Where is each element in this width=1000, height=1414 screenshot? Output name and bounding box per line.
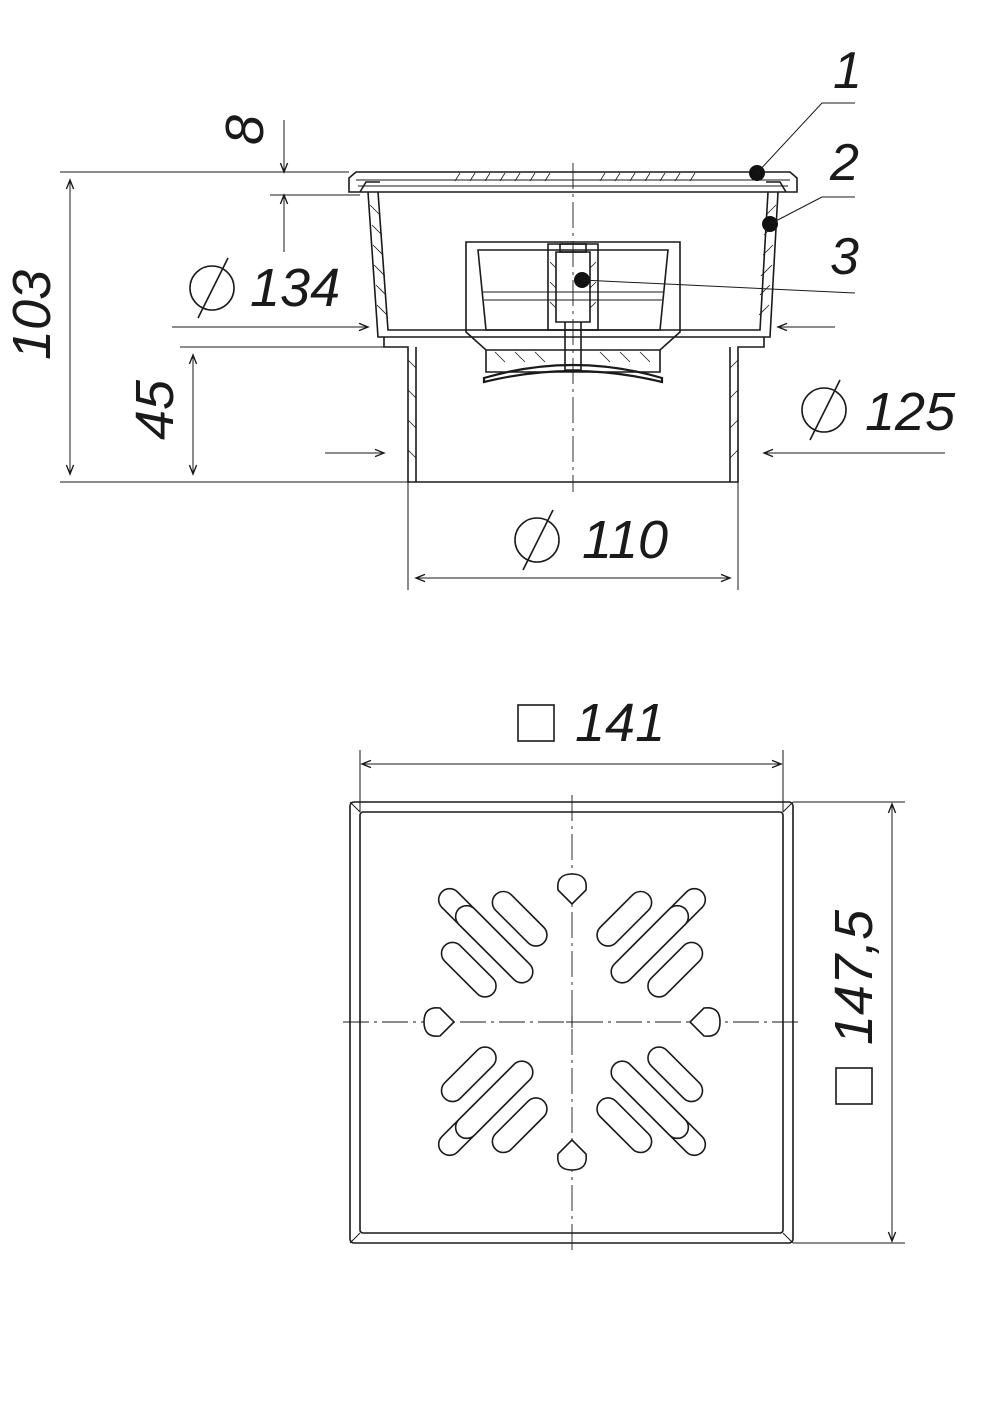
diameter-symbol-icon xyxy=(801,379,847,441)
dim-diameter-110: 110 xyxy=(407,482,739,590)
dim-flange-8: 8 xyxy=(215,115,360,252)
diameter-symbol-icon xyxy=(189,257,235,319)
square-symbol-icon xyxy=(835,1067,873,1105)
grate-flange xyxy=(348,171,798,193)
slots-quadrant-nw xyxy=(437,887,548,998)
grate-slots xyxy=(423,873,721,1171)
plan-view: 141 147,5 xyxy=(343,693,905,1250)
dim-label-147-5: 147,5 xyxy=(824,909,884,1045)
dim-diameter-134: 134 xyxy=(172,257,835,332)
leader-label-3: 3 xyxy=(830,228,859,286)
dim-height-147-5: 147,5 xyxy=(793,801,905,1244)
siphon-hatching xyxy=(494,351,651,363)
slot-right xyxy=(688,1006,721,1038)
slots-quadrant-se xyxy=(596,1046,707,1157)
dim-diameter-125: 125 xyxy=(325,379,956,458)
diameter-symbol-icon xyxy=(514,509,560,571)
leader-label-1: 1 xyxy=(833,42,862,100)
plan-inner-frame xyxy=(359,811,784,1234)
outlet-pipe xyxy=(383,337,765,483)
dim-label-103: 103 xyxy=(2,270,62,360)
leader-1: 1 xyxy=(749,42,862,181)
siphon-insert xyxy=(465,241,681,384)
slot-left xyxy=(423,1006,456,1038)
dim-height-103: 103 xyxy=(2,171,408,483)
dim-label-8: 8 xyxy=(215,115,275,145)
slots-quadrant-sw xyxy=(437,1046,548,1157)
slots-quadrant-ne xyxy=(596,887,707,998)
dim-width-141: 141 xyxy=(359,693,784,812)
plan-outer-frame xyxy=(349,801,794,1244)
dim-label-134: 134 xyxy=(250,258,340,318)
section-view: 1 2 3 8 103 xyxy=(2,42,956,590)
slot-top xyxy=(556,873,588,906)
square-symbol-icon xyxy=(517,704,555,742)
leader-label-2: 2 xyxy=(829,134,859,192)
dim-label-125: 125 xyxy=(865,382,956,442)
dim-height-45: 45 xyxy=(125,346,384,476)
leader-2: 2 xyxy=(762,134,859,232)
grate-hatching xyxy=(454,172,696,182)
slot-bottom xyxy=(556,1138,588,1171)
dim-label-141: 141 xyxy=(575,693,665,753)
dim-label-45: 45 xyxy=(125,379,185,440)
dim-label-110: 110 xyxy=(582,510,668,570)
leader-3: 3 xyxy=(574,228,859,294)
